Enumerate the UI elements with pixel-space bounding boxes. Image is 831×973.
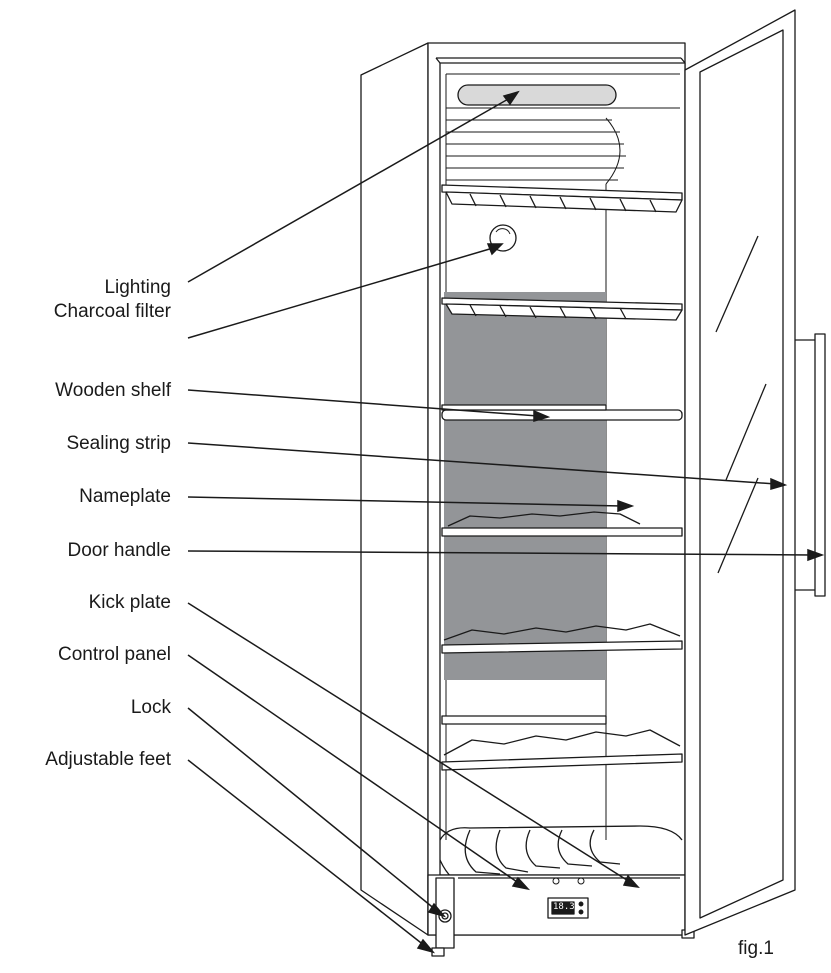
label-lock: Lock xyxy=(130,697,171,718)
label-door-handle: Door handle xyxy=(67,540,171,561)
shelf-6 xyxy=(441,715,683,771)
leader-control-panel xyxy=(187,654,521,885)
leader-nameplate xyxy=(187,496,623,507)
shelf-5 xyxy=(441,623,683,654)
label-charcoal-filter: Charcoal filter xyxy=(53,301,171,322)
leader-sealing-strip xyxy=(187,442,777,485)
leader-door-handle xyxy=(187,550,813,556)
back-panel xyxy=(444,292,606,680)
label-adjustable-feet: Adjustable feet xyxy=(45,749,171,770)
shelf-4 xyxy=(441,511,683,537)
label-wooden-shelf: Wooden shelf xyxy=(55,380,171,401)
figure-caption: fig.1 xyxy=(738,938,774,959)
door xyxy=(684,9,796,936)
label-sealing-strip: Sealing strip xyxy=(66,433,171,454)
light-tube xyxy=(457,84,617,106)
wooden-shelf xyxy=(441,404,683,421)
display-readout: 18.3 xyxy=(553,902,575,912)
control-panel xyxy=(547,897,589,919)
label-kick-plate: Kick plate xyxy=(88,592,171,613)
shelf-2 xyxy=(441,297,683,321)
label-lighting: Lighting xyxy=(104,277,171,298)
label-control-panel: Control panel xyxy=(57,644,171,665)
leader-lighting xyxy=(187,97,511,283)
label-nameplate: Nameplate xyxy=(79,486,171,507)
leader-kick-plate xyxy=(187,602,631,883)
leader-lock xyxy=(187,707,437,911)
door-handle xyxy=(795,333,826,597)
leader-adjustable-feet xyxy=(187,759,426,947)
leader-wooden-shelf xyxy=(187,389,539,417)
leader-charcoal-filter xyxy=(187,247,494,339)
shelf-1 xyxy=(441,184,683,213)
